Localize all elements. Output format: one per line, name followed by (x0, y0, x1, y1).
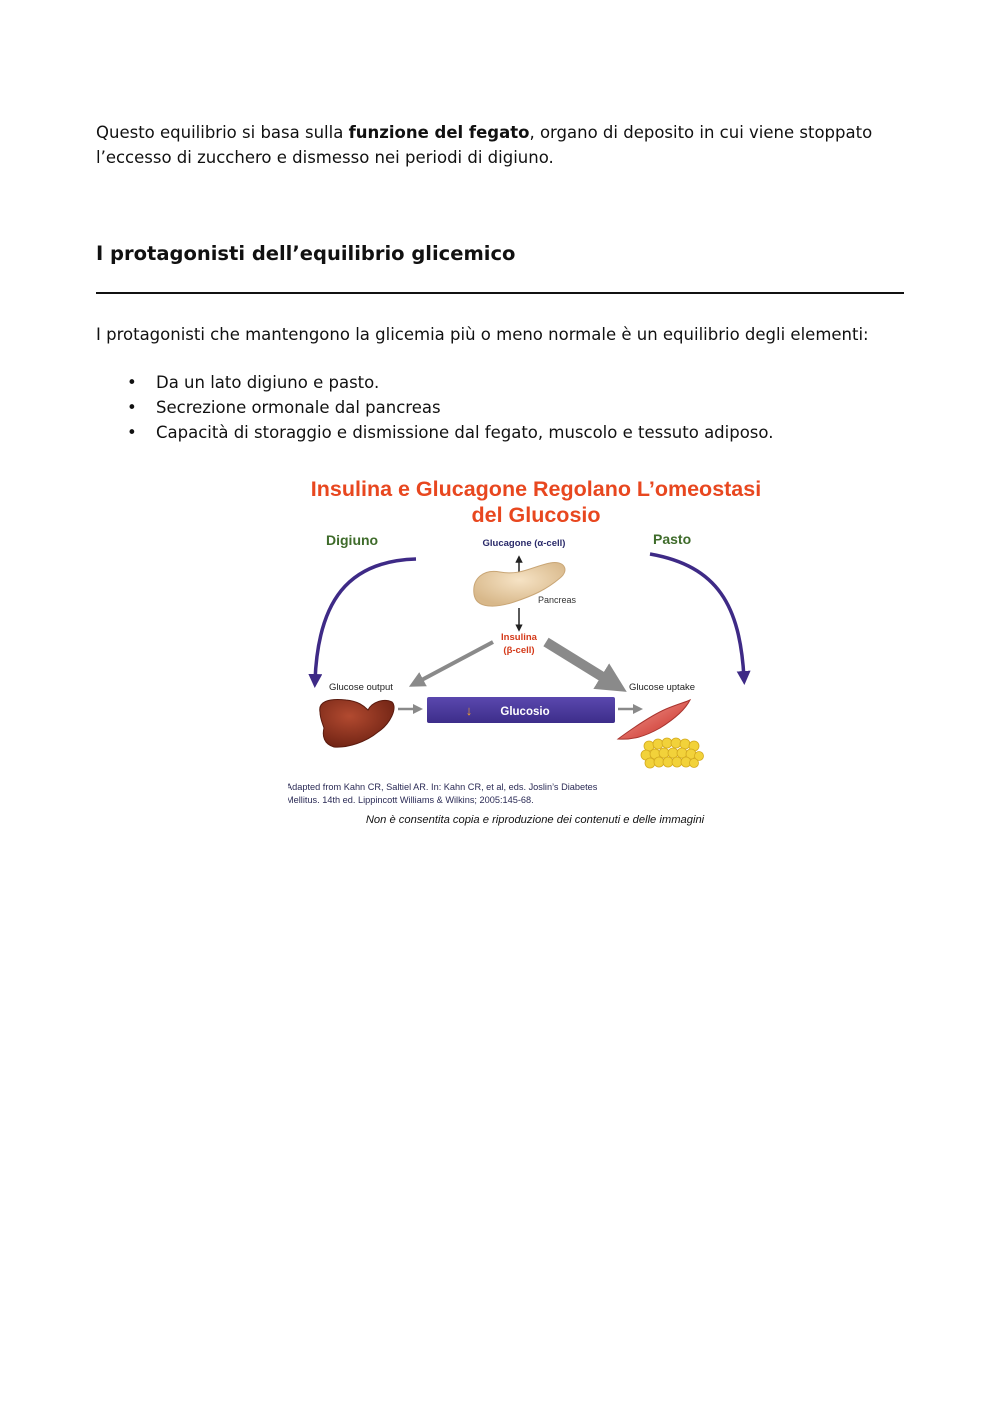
meal-label: Pasto (653, 531, 691, 547)
fasting-label: Digiuno (326, 532, 378, 548)
insulin-to-liver-arrow (408, 640, 494, 687)
glucagon-label: Glucagone (α-cell) (483, 538, 566, 549)
glucose-down-arrow-glyph: ↓ (466, 703, 473, 718)
list-item-text: Secrezione ormonale dal pancreas (156, 398, 441, 417)
intro-text-end: , organo di deposito in cui viene stoppa… (96, 123, 873, 167)
glucose-box (427, 697, 615, 723)
figure-copyright-notice: Non è consentita copia e riproduzione de… (366, 814, 705, 826)
section-paragraph: I protagonisti che mantengono la glicemi… (96, 325, 869, 344)
fasting-curved-arrow (308, 557, 417, 688)
glucose-uptake-label: Glucose uptake (629, 682, 695, 693)
intro-bold-text: funzione del fegato (348, 123, 530, 142)
insulin-label-line2: (β-cell) (503, 645, 534, 656)
section-heading: I protagonisti dell’equilibrio glicemico (96, 242, 516, 265)
list-item: • Capacità di storaggio e dismissione dal… (96, 420, 773, 445)
list-item-text: Capacità di storaggio e dismissione dal … (156, 423, 774, 442)
list-item: • Secrezione ormonale dal pancreas (96, 395, 773, 420)
glucose-output-label: Glucose output (329, 682, 393, 693)
glucose-box-label: Glucosio (500, 706, 549, 718)
muscle-illustration (616, 698, 692, 740)
meal-curved-arrow (649, 552, 751, 685)
intro-text-start: Questo equilibrio si basa sulla (96, 123, 349, 142)
figure-title-line2: del Glucosio (471, 503, 600, 527)
bullet-dot: • (127, 423, 137, 442)
insulin-to-muscle-arrow (543, 637, 627, 692)
glucose-homeostasis-figure: Insulina e Glucagone Regolano L’omeostas… (288, 477, 761, 826)
pancreas-label: Pancreas (538, 595, 577, 605)
figure-title-line1: Insulina e Glucagone Regolano L’omeostas… (311, 477, 761, 501)
liver-illustration (319, 699, 395, 748)
list-item: • Da un lato digiuno e pasto. (96, 370, 773, 395)
heading-underline (96, 292, 904, 294)
bullet-dot: • (127, 373, 137, 392)
intro-paragraph: Questo equilibrio si basa sulla funzione… (96, 120, 916, 170)
list-item-text: Da un lato digiuno e pasto. (156, 373, 380, 392)
figure-citation-line2: Mellitus. 14th ed. Lippincott Williams &… (288, 795, 534, 805)
figure-citation-line1: Adapted from Kahn CR, Saltiel AR. In: Ka… (288, 782, 598, 792)
adipose-tissue-illustration (640, 737, 704, 769)
insulin-label-line1: Insulina (501, 632, 538, 643)
bullet-dot: • (127, 398, 137, 417)
pancreas-illustration (473, 561, 566, 607)
bullet-list: • Da un lato digiuno e pasto. • Secrezione… (96, 370, 773, 445)
